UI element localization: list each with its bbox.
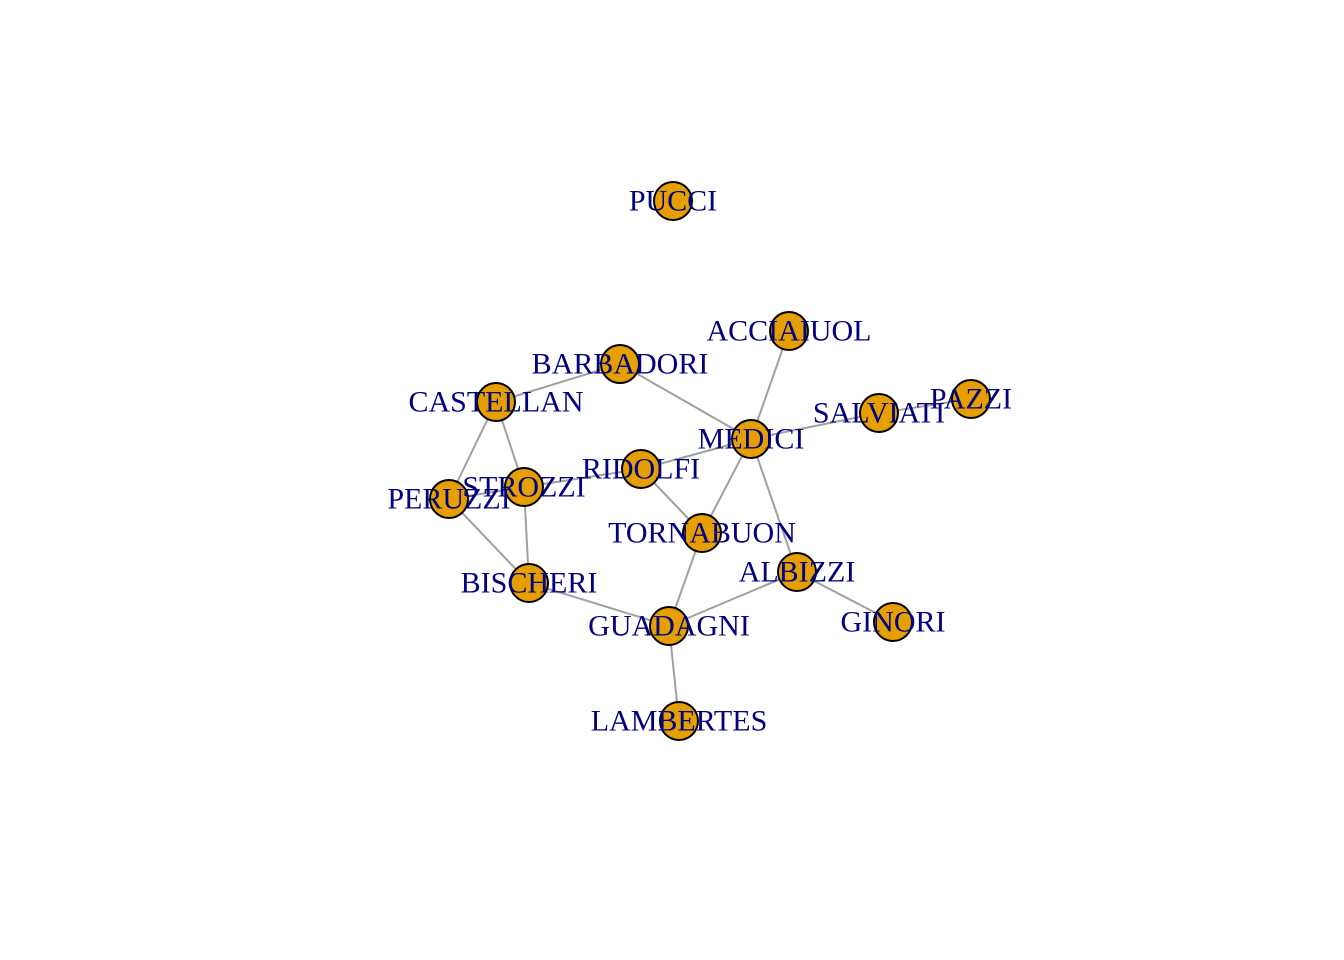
edge-barbadori-medici (619, 363, 752, 440)
node-strozzi (504, 467, 544, 507)
node-acciaiuol (769, 311, 809, 351)
node-label-tornabuon: TORNABUON (608, 517, 796, 550)
node-label-pucci: PUCCI (629, 185, 717, 218)
node-guadagni (649, 606, 689, 646)
node-pazzi (951, 379, 991, 419)
node-ginori (873, 602, 913, 642)
edge-barbadori-castellan (495, 363, 621, 403)
node-lambertes (659, 701, 699, 741)
node-label-albizzi: ALBIZZI (739, 556, 856, 589)
node-label-bischeri: BISCHERI (461, 567, 598, 600)
node-salviati (859, 393, 899, 433)
node-albizzi (777, 552, 817, 592)
node-label-ridolfi: RIDOLFI (582, 453, 700, 486)
edge-medici-salviati (750, 412, 880, 440)
node-label-lambertes: LAMBERTES (591, 705, 768, 738)
node-label-acciaiuol: ACCIAIUOL (707, 315, 872, 348)
node-tornabuon (682, 513, 722, 553)
node-barbadori (600, 344, 640, 384)
edge-albizzi-guadagni (668, 571, 798, 627)
node-label-strozzi: STROZZI (462, 471, 585, 504)
node-pucci (653, 181, 693, 221)
edge-bischeri-guadagni (528, 582, 670, 627)
node-castellan (476, 382, 516, 422)
node-label-pazzi: PAZZI (930, 383, 1012, 416)
node-medici (731, 419, 771, 459)
nodes-layer (429, 181, 991, 741)
node-label-ginori: GINORI (841, 606, 946, 639)
node-label-castellan: CASTELLAN (409, 386, 584, 419)
node-label-barbadori: BARBADORI (532, 348, 709, 381)
node-peruzzi (429, 479, 469, 519)
node-label-medici: MEDICI (698, 423, 805, 456)
node-label-salviati: SALVIATI (813, 397, 945, 430)
node-label-peruzzi: PERUZZI (387, 483, 510, 516)
node-label-guadagni: GUADAGNI (588, 610, 750, 643)
edge-medici-albizzi (750, 438, 798, 573)
node-bischeri (509, 563, 549, 603)
node-ridolfi (621, 449, 661, 489)
